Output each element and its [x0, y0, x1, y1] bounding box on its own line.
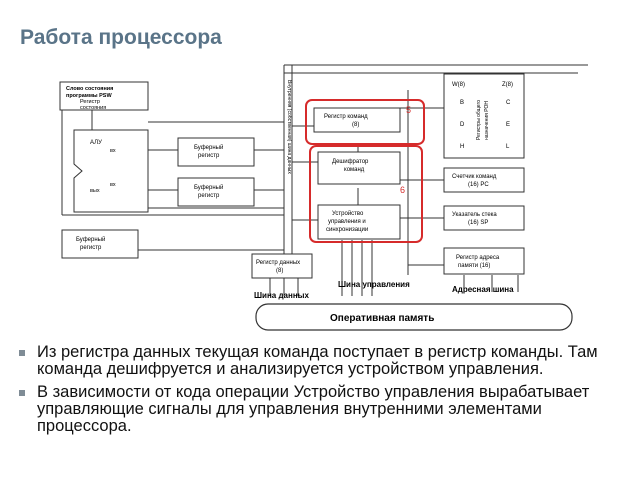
buffer-label: регистр: [80, 245, 102, 251]
psw-label: состояния: [80, 105, 106, 111]
register-e: E: [506, 122, 510, 128]
data-register-label: (8): [276, 268, 283, 274]
decoder-label: Дешифратор: [332, 159, 369, 165]
buffer-register-1: Буферный регистр: [177, 137, 255, 167]
pc-label: Счетчик команд: [452, 174, 497, 180]
bullet-marker: [19, 350, 25, 356]
buffer-register-2: Буферный регистр: [177, 177, 255, 207]
instruction-register-label: (8): [352, 122, 359, 128]
alu-label: АЛУ: [90, 140, 102, 146]
general-purpose-registers: W(8) Z(8) B C D E H L Регистры общего на…: [443, 73, 525, 159]
marker-5: 5: [406, 105, 411, 115]
buffer-register-3: Буферный регистр: [61, 229, 139, 259]
register-z: Z(8): [502, 82, 513, 88]
register-w: W(8): [452, 82, 465, 88]
bullet-text: Из регистра данных текущая команда посту…: [37, 343, 598, 378]
buffer-label: регистр: [198, 193, 220, 199]
decoder-control-group: Дешифратор команд Устройство управления …: [309, 145, 423, 243]
register-c: C: [506, 100, 511, 106]
buffer-label: Буферный: [194, 184, 223, 191]
bullet-marker: [19, 390, 25, 396]
alu-input: вх: [110, 148, 116, 154]
address-register-label: Регистр адреса: [456, 255, 500, 261]
data-register-label: Регистр данных: [256, 260, 300, 266]
program-counter: Счетчик команд (16) PC: [443, 167, 525, 193]
pc-label: (16) PC: [468, 182, 489, 188]
control-unit-label: Устройство: [332, 210, 364, 217]
main-memory: Оперативная память: [255, 303, 573, 331]
highlight-frame-5: [305, 99, 425, 145]
bullet-item: В зависимости от кода операции Устройств…: [17, 384, 632, 435]
psw-register: Слово состояния программы PSW Регистр со…: [59, 81, 149, 111]
decoder-label: команд: [344, 167, 365, 173]
psw-label: Регистр: [80, 99, 100, 105]
data-register: Регистр данных (8): [251, 253, 313, 279]
data-bus-label: Шина данных: [254, 291, 309, 300]
highlight-frame-6: [309, 145, 423, 243]
gpr-side-label: назначения РОН: [484, 101, 490, 140]
psw-label: Слово состояния: [66, 86, 113, 92]
bullet-text: В зависимости от кода операции Устройств…: [37, 383, 590, 435]
address-register: Регистр адреса памяти (16): [443, 247, 525, 275]
alu-input: вх: [110, 182, 116, 188]
address-register-label: памяти (16): [458, 263, 490, 269]
sp-label: (16) SP: [468, 220, 488, 226]
address-bus-label: Адресная шина: [452, 285, 514, 294]
register-b: B: [460, 100, 464, 106]
stack-pointer: Указатель стека (16) SP: [443, 205, 525, 231]
decoder: [317, 151, 401, 185]
buffer-label: регистр: [198, 153, 220, 159]
register-h: H: [460, 144, 464, 150]
psw-label: программы PSW: [66, 93, 112, 99]
buffer-label: Буферный: [76, 236, 105, 243]
register-l: L: [506, 144, 510, 150]
control-bus-label: Шина управления: [338, 280, 410, 289]
instruction-register-label: Регистр команд: [324, 114, 368, 120]
processor-diagram: Слово состояния программы PSW Регистр со…: [59, 64, 588, 331]
register-d: D: [460, 122, 465, 128]
internal-bus-label: Внутренняя (собственная) шина данных: [286, 80, 292, 174]
bullet-item: Из регистра данных текущая команда посту…: [17, 344, 632, 378]
alu: АЛУ вх вх вых: [73, 129, 149, 213]
alu-output: вых: [90, 188, 100, 194]
memory-label: Оперативная память: [330, 313, 434, 324]
control-unit-label: синхронизации: [326, 227, 368, 233]
control-unit: [317, 204, 401, 240]
buffer-label: Буферный: [194, 144, 223, 151]
slide-title: Работа процессора: [20, 26, 222, 49]
instruction-register: Регистр команд (8) 5: [305, 99, 425, 145]
sp-label: Указатель стека: [452, 212, 497, 218]
gpr-side-label: Регистры общего: [476, 100, 482, 140]
bullet-list: Из регистра данных текущая команда посту…: [17, 344, 632, 441]
marker-6: 6: [400, 185, 405, 195]
control-unit-label: управления и: [328, 219, 366, 225]
